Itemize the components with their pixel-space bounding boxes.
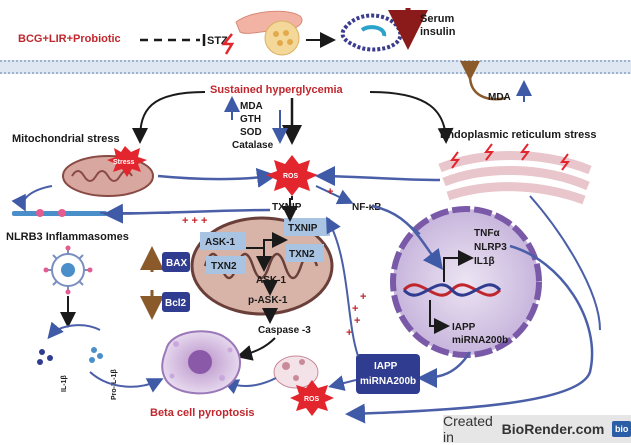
dna-helix-icon	[402, 283, 502, 297]
txn2-b-box	[286, 244, 324, 262]
lightning-icon	[450, 151, 460, 169]
pro-il1b-dots-icon	[89, 347, 103, 363]
plus-signs: +	[354, 315, 360, 327]
bcl2-label: Bcl2	[165, 298, 187, 309]
arrow-dna-up	[443, 250, 474, 282]
il1b-label: IL-1β	[61, 375, 68, 392]
ask1-a-box	[200, 232, 246, 250]
box-iapp-label: IAPP	[374, 361, 398, 372]
mirna-label: miRNA200b	[452, 335, 508, 346]
ask1-b-label: ASK-1	[256, 275, 286, 286]
iapp-label: IAPP	[452, 322, 476, 333]
arrow-er-to-nucleus	[529, 195, 601, 331]
insulin-molecule-icon	[340, 13, 403, 52]
mda-right-label: MDA	[488, 92, 511, 103]
arrow-box-to-txnip	[326, 216, 359, 357]
mito-stress-label: Mitochondrial stress	[12, 133, 120, 145]
arrow-mito-to-ros	[157, 167, 277, 188]
nucleus-marker-tnfa: TNFα	[474, 228, 500, 239]
txn2-b-label: TXN2	[289, 249, 315, 260]
ros-burst-icon	[290, 380, 334, 416]
txnip-label: TXNIP	[272, 202, 302, 213]
marker-mda: MDA	[240, 101, 263, 112]
treatment-label: BCG+LIR+Probiotic	[18, 33, 121, 45]
arrow-caspase-to-cell	[236, 337, 276, 361]
lightning-icon	[484, 143, 494, 161]
lightning-icon	[520, 143, 530, 161]
serum-label: Serum	[420, 13, 454, 25]
bcl2-box	[162, 292, 190, 312]
islet-icon	[264, 20, 300, 56]
insulin-label: insulin	[420, 26, 456, 38]
arrow-box-to-ros	[328, 375, 357, 391]
txn2-a-label: TXN2	[211, 261, 237, 272]
biorender-logo-icon: bio	[612, 421, 631, 437]
caspase-label: Caspase -3	[258, 325, 311, 336]
iapp-mirna-box	[356, 354, 420, 394]
arrow-txnip-to-nlrb3	[103, 203, 271, 224]
created-in-text: Created in	[443, 413, 493, 445]
nfkb-label: NF-κB	[352, 202, 381, 213]
txn2-a-box	[206, 256, 246, 274]
hyperglycemia-label: Sustained hyperglycemia	[210, 84, 344, 96]
p-ask1-label: p-ASK-1	[248, 295, 288, 306]
nucleus-marker-nlrp3: NLRP3	[474, 242, 507, 253]
arrow-nfkb-branch	[409, 225, 421, 235]
arrow-pro-to-il1b	[47, 321, 101, 340]
arrow-er-to-ros	[315, 166, 441, 187]
stress-burst-icon	[107, 146, 147, 177]
plus-sign: +	[327, 186, 333, 198]
plus-signs: +	[360, 291, 366, 303]
nlrb3-label: NLRB3 Inflammasomes	[6, 231, 129, 243]
damaged-cell-icon	[273, 355, 319, 389]
bax-box	[162, 252, 190, 272]
ros-burst-icon	[266, 155, 318, 196]
lightning-icon	[560, 153, 570, 171]
arrow-to-mito-stress	[132, 91, 206, 144]
plus-signs: +	[352, 303, 358, 315]
plus-signs: + + +	[182, 215, 207, 227]
stress-label: Stress	[113, 159, 135, 166]
arrow-er-loop	[345, 244, 594, 424]
bax-label: BAX	[166, 258, 187, 269]
pyroptosis-label: Beta cell pyroptosis	[150, 407, 255, 419]
nucleus-marker-il1b: IL1β	[474, 256, 495, 267]
arrow-to-pyroptosis	[89, 371, 164, 393]
lightning-icon	[221, 33, 235, 55]
ros-label: ROS	[283, 173, 299, 180]
biorender-badge[interactable]: Created in BioRender.com bio	[443, 413, 631, 445]
brand-text: BioRender.com	[501, 421, 605, 437]
marker-catalase: Catalase	[232, 140, 274, 151]
cell-membrane	[0, 60, 631, 74]
marker-gth: GTH	[240, 114, 261, 125]
arrow-nucleus-to-box	[417, 351, 472, 388]
ros2-label: ROS	[304, 396, 320, 403]
inhibit-dash	[140, 34, 206, 46]
arrow-to-er-stress	[369, 91, 454, 144]
box-mirna-label: miRNA200b	[360, 376, 416, 387]
arrow-mito-to-nlrb3	[11, 185, 53, 212]
marker-sod: SOD	[240, 127, 262, 138]
plus-signs: +	[346, 327, 352, 339]
txnip-b-box	[284, 218, 330, 236]
arrow-dna-down	[429, 300, 450, 334]
il1b-dots-icon	[37, 349, 53, 365]
beta-cell-icon	[161, 330, 241, 395]
txnip-b-label: TXNIP	[288, 223, 318, 234]
curved-arrow-icon	[459, 60, 507, 101]
arrow-ask1-txnip	[246, 232, 288, 249]
er-stress-label: Endoplasmic reticulum stress	[440, 129, 597, 141]
nlrb3-bar-icon	[12, 209, 107, 217]
arrow-ros-nfkb	[315, 185, 354, 205]
inflammasome-icon	[43, 245, 93, 295]
ask1-a-label: ASK-1	[205, 237, 235, 248]
